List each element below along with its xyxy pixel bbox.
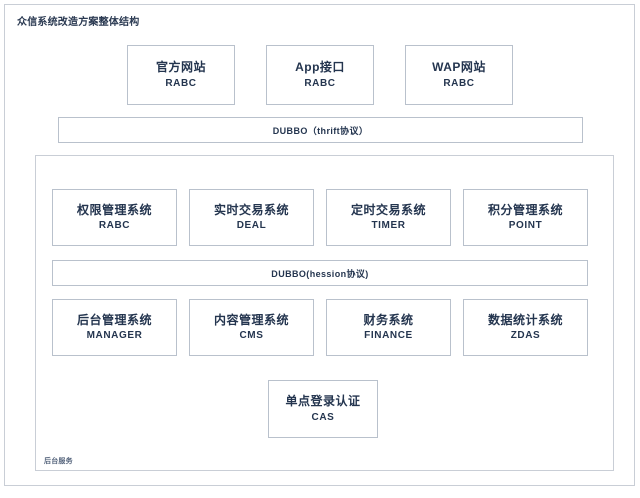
node-title: 官方网站 <box>155 60 206 75</box>
node-title: 数据统计系统 <box>487 312 563 327</box>
node-title: 财务系统 <box>363 312 414 327</box>
node-app-api[interactable]: App接口 RABC <box>266 45 374 105</box>
backend-container-label: 后台服务 <box>44 458 73 465</box>
node-subtitle: CAS <box>311 411 335 423</box>
node-title: 单点登录认证 <box>285 394 361 409</box>
node-subtitle: RABC <box>304 77 336 89</box>
node-subtitle: POINT <box>508 220 543 232</box>
node-title: 实时交易系统 <box>213 202 289 217</box>
node-subtitle: TIMER <box>371 220 406 232</box>
node-data-statistics-system[interactable]: 数据统计系统 ZDAS <box>463 299 588 356</box>
node-wap-website[interactable]: WAP网站 RABC <box>405 45 513 105</box>
node-scheduled-trade-system[interactable]: 定时交易系统 TIMER <box>326 189 451 246</box>
node-title: 内容管理系统 <box>213 312 289 327</box>
diagram-title: 众信系统改造方案整体结构 <box>17 17 140 28</box>
client-layer: 官方网站 RABC App接口 RABC WAP网站 RABC <box>5 5 634 485</box>
node-realtime-trade-system[interactable]: 实时交易系统 DEAL <box>189 189 314 246</box>
backend-service-container: 权限管理系统 RABC 实时交易系统 DEAL 定时交易系统 TIMER 积分管… <box>35 155 614 471</box>
node-title: WAP网站 <box>432 60 486 75</box>
bus-dubbo-thrift: DUBBO（thrift协议） <box>58 117 583 143</box>
node-title: App接口 <box>295 60 345 75</box>
node-points-system[interactable]: 积分管理系统 POINT <box>463 189 588 246</box>
node-sso-cas[interactable]: 单点登录认证 CAS <box>268 380 378 438</box>
node-title: 后台管理系统 <box>76 312 152 327</box>
node-title: 积分管理系统 <box>487 202 563 217</box>
node-subtitle: RABC <box>443 77 475 89</box>
node-cms-system[interactable]: 内容管理系统 CMS <box>189 299 314 356</box>
node-title: 权限管理系统 <box>76 202 152 217</box>
node-title: 定时交易系统 <box>350 202 426 217</box>
outer-frame: 众信系统改造方案整体结构 官方网站 RABC App接口 RABC WAP网站 … <box>4 4 635 486</box>
node-subtitle: ZDAS <box>510 330 541 342</box>
node-subtitle: DEAL <box>236 220 267 232</box>
node-finance-system[interactable]: 财务系统 FINANCE <box>326 299 451 356</box>
node-permission-system[interactable]: 权限管理系统 RABC <box>52 189 177 246</box>
node-subtitle: CMS <box>239 330 264 342</box>
node-subtitle: FINANCE <box>364 330 413 342</box>
node-subtitle: MANAGER <box>86 330 143 342</box>
node-subtitle: RABC <box>165 77 197 89</box>
bus-dubbo-hession: DUBBO(hession协议) <box>52 260 588 286</box>
node-official-website[interactable]: 官方网站 RABC <box>127 45 235 105</box>
node-admin-system[interactable]: 后台管理系统 MANAGER <box>52 299 177 356</box>
node-subtitle: RABC <box>98 220 131 232</box>
